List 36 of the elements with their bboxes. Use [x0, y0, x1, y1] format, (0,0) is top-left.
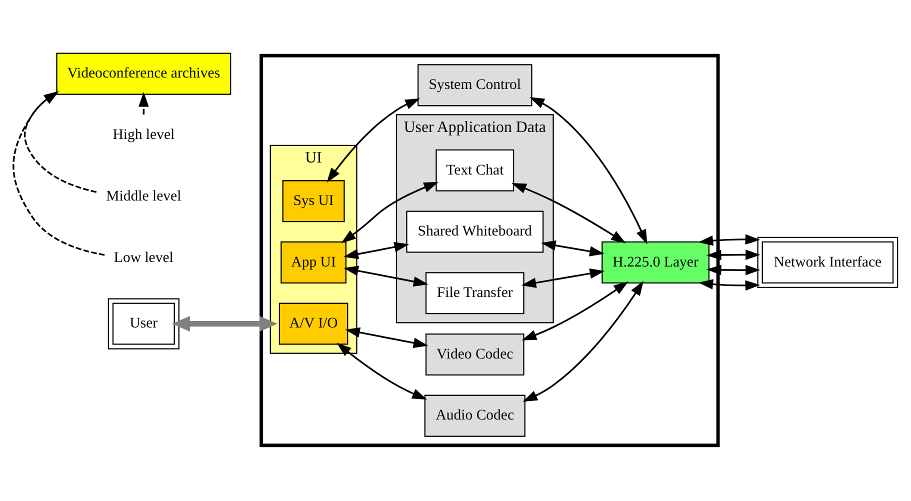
arrow — [341, 182, 439, 244]
arrow — [512, 183, 626, 244]
node-box: Sys UI — [282, 180, 345, 222]
arrow — [521, 268, 605, 288]
arrow — [344, 242, 410, 260]
node-text: Low level — [114, 250, 174, 266]
arrow — [698, 234, 760, 246]
arrow — [706, 250, 760, 260]
node-box: A/V I/O — [278, 302, 348, 345]
node-box: H.225.0 Layer — [602, 241, 710, 284]
node-box: Network Interface — [757, 236, 898, 288]
arrow — [138, 92, 149, 115]
arrow — [344, 266, 428, 287]
arrow — [522, 282, 628, 340]
node-box: System Control — [418, 64, 532, 106]
node-box: User — [108, 298, 180, 350]
arrow — [336, 342, 427, 400]
arrow — [172, 316, 278, 332]
arrow — [326, 98, 420, 183]
node-box: Audio Codec — [424, 394, 526, 437]
arrow — [540, 240, 604, 256]
arrow — [706, 264, 760, 276]
arrow — [345, 327, 428, 348]
node-text: High level — [112, 127, 175, 144]
node-box: Videoconference archives — [56, 52, 232, 95]
node-box: Video Codec — [425, 333, 524, 376]
arrow — [530, 97, 648, 244]
arrow — [698, 279, 760, 291]
arrow — [522, 280, 644, 402]
node-box: Text Chat — [436, 149, 514, 192]
arrow — [12, 91, 105, 256]
node-box: File Transfer — [425, 272, 524, 314]
node-text: Middle level — [106, 188, 182, 204]
node-box: Shared Whiteboard — [406, 210, 544, 253]
node-box: App UI — [280, 241, 346, 284]
arrow — [24, 91, 97, 193]
